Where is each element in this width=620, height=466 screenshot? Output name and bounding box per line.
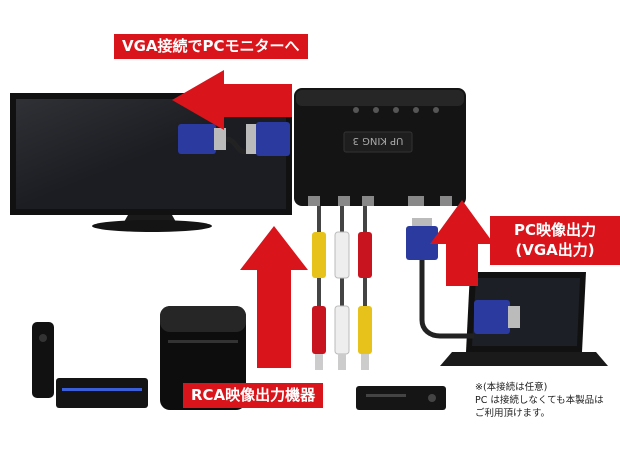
converter-button xyxy=(393,107,399,113)
label-vga-connection: VGA接続でPCモニターへ xyxy=(114,34,308,59)
rca-plug-red-top xyxy=(358,232,372,278)
laptop-base xyxy=(440,352,608,366)
converter-button xyxy=(373,107,379,113)
port xyxy=(338,196,350,206)
dvd-tray xyxy=(366,394,406,397)
wii-console-slot-light xyxy=(62,388,142,391)
wii-remote-button xyxy=(39,334,47,342)
port xyxy=(362,196,374,206)
rca-plug-white-top xyxy=(334,231,350,279)
rca-cables xyxy=(312,206,372,370)
laptop xyxy=(440,272,608,366)
rca-tip xyxy=(315,354,323,370)
wii-console-body xyxy=(56,378,148,408)
dvd-body xyxy=(356,386,446,410)
tv-stand-base xyxy=(92,220,212,232)
label-rca-source: RCA映像出力機器 xyxy=(183,383,324,408)
port xyxy=(308,196,320,206)
label-pc-output-line2: (VGA出力) xyxy=(515,240,595,259)
wii-console xyxy=(56,378,148,408)
vga-cable-segment xyxy=(225,136,247,155)
wii-remote-body xyxy=(32,322,54,398)
arrow-up-pc-input xyxy=(430,200,494,286)
label-pc-output: PC映像出力 (VGA出力) xyxy=(490,216,620,265)
rca-plug-yellow-bottom xyxy=(358,306,372,354)
rca-plug-red-bottom xyxy=(312,306,326,354)
arrow-up-rca-input xyxy=(240,226,308,368)
vga-cable-wire xyxy=(419,260,474,339)
vga-plug-pc-metal xyxy=(412,218,432,228)
converter-box: UP KING 3 xyxy=(294,88,466,206)
vga-plug-converter xyxy=(256,122,290,156)
vga-plug-laptop-metal xyxy=(508,306,520,328)
vga-plug-converter-metal xyxy=(246,124,258,154)
rca-tip xyxy=(338,354,346,370)
note-line3: ご利用頂けます。 xyxy=(475,408,551,419)
wii-remote xyxy=(32,322,54,398)
converter-button xyxy=(353,107,359,113)
ps3-top xyxy=(160,306,246,332)
port xyxy=(408,196,424,206)
vga-plug-converter-side xyxy=(406,226,438,260)
rca-plug-white-bottom xyxy=(334,305,350,355)
vga-plug-laptop-side xyxy=(474,300,510,334)
converter-top-edge xyxy=(296,90,464,106)
vga-cable-to-tv xyxy=(178,122,290,156)
tv-screen-glare xyxy=(16,99,286,209)
note-optional-connection: ※(本接続は任意) PC は接続しなくても本製品は ご利用頂けます。 xyxy=(475,381,615,420)
rca-tip xyxy=(361,354,369,370)
rca-plug-yellow-top xyxy=(312,232,326,278)
arrow-left-to-monitor xyxy=(172,70,292,130)
converter-button xyxy=(433,107,439,113)
converter-logo-area xyxy=(343,131,413,153)
port xyxy=(440,196,452,206)
vga-plug-tv xyxy=(178,124,216,154)
device-name: UP KING 3 xyxy=(353,135,404,146)
note-line2: PC は接続しなくても本製品は xyxy=(475,395,604,406)
dvd-player xyxy=(356,386,446,410)
vga-plug-tv-metal xyxy=(214,128,226,150)
converter-button xyxy=(413,107,419,113)
dvd-button xyxy=(428,394,436,402)
ps3-line xyxy=(168,340,238,343)
label-pc-output-line1: PC映像出力 xyxy=(513,221,596,239)
note-line1: ※(本接続は任意) xyxy=(475,382,548,393)
vga-cable-from-pc xyxy=(406,218,520,339)
